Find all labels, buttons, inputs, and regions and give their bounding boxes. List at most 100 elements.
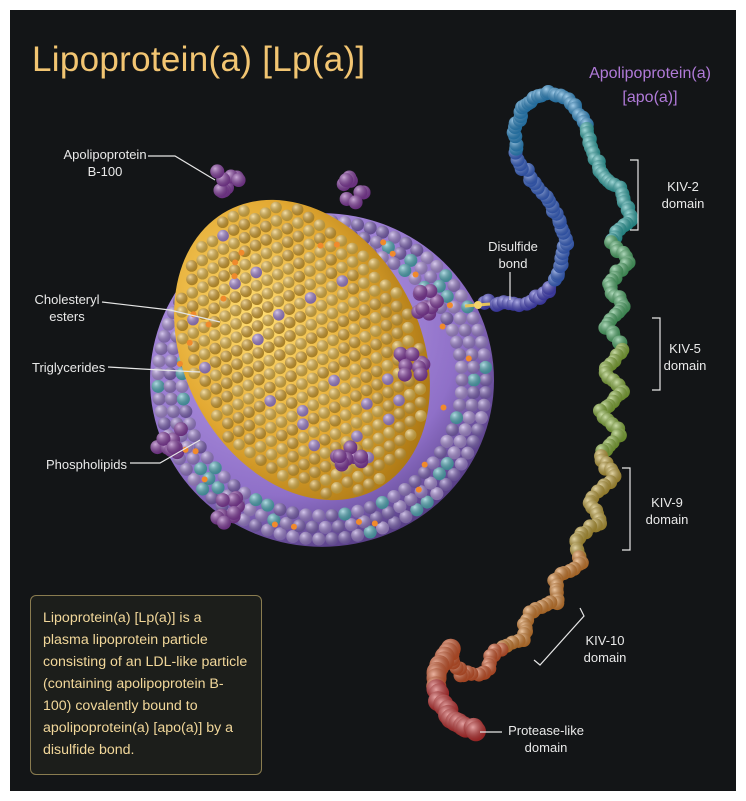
core-bead-shade bbox=[255, 454, 267, 466]
core-bead-shade bbox=[274, 363, 286, 375]
phospholipids-label: Phospholipids bbox=[46, 456, 127, 473]
core-bead-shade bbox=[381, 320, 393, 332]
core-bead-shade bbox=[337, 289, 349, 301]
core-bead-shade bbox=[287, 424, 299, 436]
core-bead-shade bbox=[220, 324, 232, 336]
core-bead-shade bbox=[274, 336, 286, 348]
core-bead-shade bbox=[382, 373, 394, 385]
core-bead-shade bbox=[369, 299, 381, 311]
core-bead-shade bbox=[395, 448, 407, 460]
core-bead-shade bbox=[231, 358, 243, 370]
core-bead-shade bbox=[219, 310, 231, 322]
phospholipid-accent bbox=[232, 259, 238, 265]
phospholipid-bead-shade bbox=[165, 392, 178, 405]
core-bead-shade bbox=[187, 287, 199, 299]
phospholipid-bead-shade bbox=[325, 509, 338, 522]
core-bead-shade bbox=[238, 219, 250, 231]
phospholipid-bead-shade bbox=[454, 312, 467, 325]
core-bead-shade bbox=[402, 322, 414, 334]
core-bead-shade bbox=[220, 337, 232, 349]
core-bead-shade bbox=[275, 389, 287, 401]
core-bead-shade bbox=[370, 312, 382, 324]
phospholipid-bead-shade bbox=[332, 520, 345, 533]
core-bead-shade bbox=[270, 202, 282, 214]
core-bead-shade bbox=[371, 366, 383, 378]
core-bead-shade bbox=[307, 399, 319, 411]
phospholipid-bead-shade bbox=[249, 493, 262, 506]
core-bead-shade bbox=[391, 301, 403, 313]
core-bead-shade bbox=[328, 348, 340, 360]
phospholipid-bead-shade bbox=[461, 447, 474, 460]
core-bead-shade bbox=[262, 301, 274, 313]
core-bead-shade bbox=[305, 319, 317, 331]
core-bead-shade bbox=[196, 255, 208, 267]
core-bead-shade bbox=[342, 476, 354, 488]
apob-100-label: Apolipoprotein B-100 bbox=[50, 146, 160, 180]
core-bead-shade bbox=[249, 226, 261, 238]
core-bead-shade bbox=[383, 400, 395, 412]
phospholipid-accent bbox=[441, 405, 447, 411]
core-bead-shade bbox=[283, 263, 295, 275]
core-bead-shade bbox=[265, 422, 277, 434]
core-bead-shade bbox=[251, 307, 263, 319]
phospholipid-bead-shade bbox=[165, 355, 178, 368]
core-bead-shade bbox=[287, 437, 299, 449]
core-bead-shade bbox=[370, 339, 382, 351]
core-bead-shade bbox=[286, 397, 298, 409]
core-bead-shade bbox=[373, 459, 385, 471]
core-bead-shade bbox=[274, 349, 286, 361]
phospholipid-bead-shade bbox=[338, 531, 351, 544]
core-bead-shade bbox=[305, 306, 317, 318]
core-bead-shade bbox=[266, 449, 278, 461]
phospholipid-bead-shade bbox=[158, 417, 171, 430]
core-bead-shade bbox=[309, 453, 321, 465]
phospholipid-bead-shade bbox=[162, 318, 175, 331]
core-bead-shade bbox=[320, 474, 332, 486]
core-bead-shade bbox=[338, 342, 350, 354]
core-bead-shade bbox=[369, 285, 381, 297]
apob-bead-shade bbox=[349, 195, 363, 209]
apob-bead-shade bbox=[339, 173, 353, 187]
core-bead-shade bbox=[271, 229, 283, 241]
core-bead-shade bbox=[352, 471, 364, 483]
core-bead-shade bbox=[328, 375, 340, 387]
phospholipid-bead-shade bbox=[467, 312, 480, 325]
core-bead-shade bbox=[358, 277, 370, 289]
core-bead-shade bbox=[309, 480, 321, 492]
core-bead-shade bbox=[348, 296, 360, 308]
phospholipid-accent bbox=[440, 324, 446, 330]
phospholipid-bead-shade bbox=[273, 503, 286, 516]
phospholipid-accent bbox=[334, 242, 340, 248]
core-bead-shade bbox=[298, 432, 310, 444]
core-bead-shade bbox=[275, 376, 287, 388]
core-bead-shade bbox=[273, 322, 285, 334]
phospholipid-bead-shade bbox=[177, 393, 190, 406]
core-bead-shade bbox=[198, 335, 210, 347]
core-bead-shade bbox=[293, 271, 305, 283]
core-bead-shade bbox=[208, 289, 220, 301]
phospholipid-bead-shade bbox=[338, 507, 351, 520]
core-bead-shade bbox=[293, 257, 305, 269]
core-bead-shade bbox=[348, 310, 360, 322]
core-bead-shade bbox=[221, 377, 233, 389]
core-bead-shade bbox=[368, 258, 380, 270]
phospholipid-accent bbox=[318, 243, 324, 249]
core-bead-shade bbox=[306, 346, 318, 358]
apob-bead-shade bbox=[415, 302, 429, 316]
core-bead-shade bbox=[292, 231, 304, 243]
core-bead-shade bbox=[221, 391, 233, 403]
core-bead-shade bbox=[199, 362, 211, 374]
phospholipid-accent bbox=[291, 524, 297, 530]
core-bead-shade bbox=[207, 249, 219, 261]
core-bead-shade bbox=[297, 418, 309, 430]
phospholipid-bead-shade bbox=[468, 374, 481, 387]
apolipoprotein-a-label-line2: [apo(a)] bbox=[580, 86, 720, 110]
apob-bead-shade bbox=[174, 422, 188, 436]
core-bead-shade bbox=[298, 445, 310, 457]
core-bead-shade bbox=[230, 291, 242, 303]
core-bead-shade bbox=[255, 441, 267, 453]
core-bead-shade bbox=[295, 325, 307, 337]
phospholipid-bead-shade bbox=[440, 312, 453, 325]
core-bead-shade bbox=[414, 383, 426, 395]
phospholipid-bead-shade bbox=[467, 435, 480, 448]
